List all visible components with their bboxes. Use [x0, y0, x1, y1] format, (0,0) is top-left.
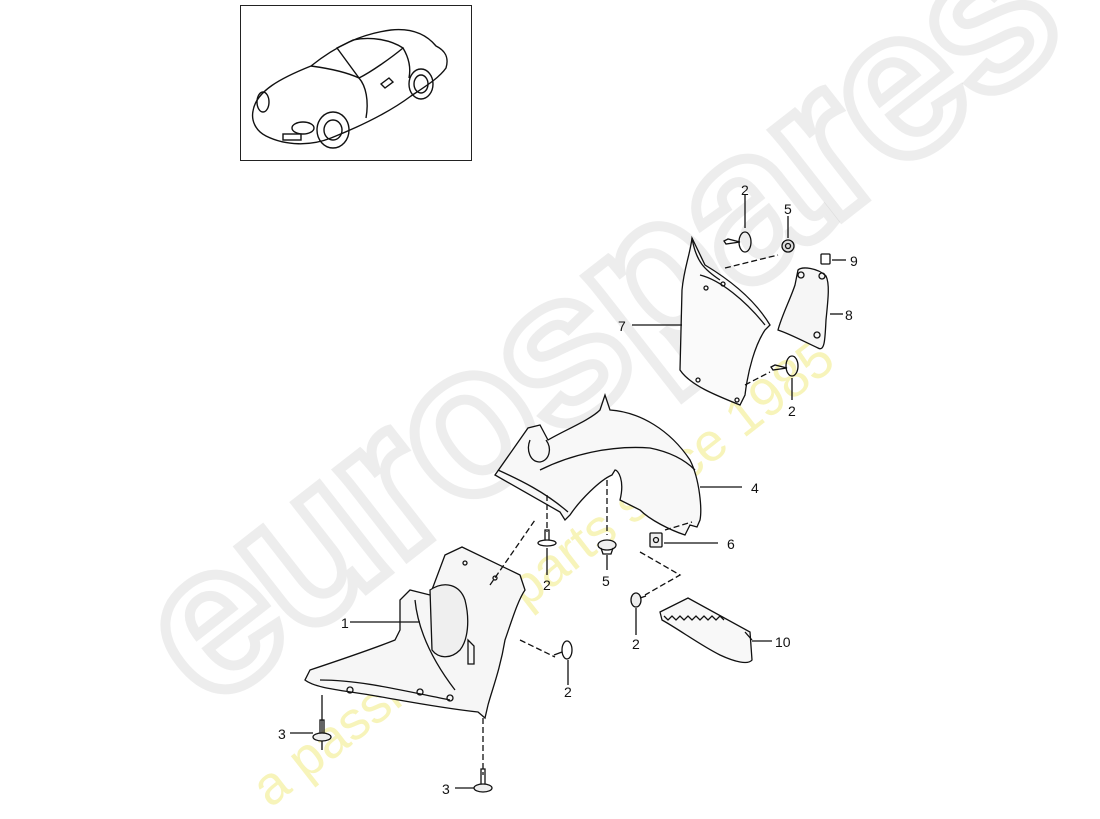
- parts-diagram-canvas: eurospares a passion for parts since 198…: [87, 0, 1100, 818]
- car-outline-icon: [251, 28, 448, 149]
- callout-2[interactable]: 2: [632, 636, 640, 652]
- part-8-bracket[interactable]: [777, 267, 829, 350]
- callout-7[interactable]: 7: [618, 318, 626, 334]
- part-10-cover-tray[interactable]: [659, 597, 753, 664]
- part-1-front-liner[interactable]: [304, 546, 526, 720]
- callout-2[interactable]: 2: [543, 577, 551, 593]
- part-7-liner-rear[interactable]: [679, 235, 771, 406]
- screw-icon: [537, 529, 557, 547]
- screw-icon: [723, 231, 752, 253]
- callout-4[interactable]: 4: [751, 480, 759, 496]
- screw-icon: [630, 592, 647, 608]
- callout-2[interactable]: 2: [564, 684, 572, 700]
- vehicle-thumbnail: [240, 5, 472, 161]
- callout-2[interactable]: 2: [741, 182, 749, 198]
- callout-8[interactable]: 8: [845, 307, 853, 323]
- callout-10[interactable]: 10: [775, 634, 791, 650]
- callout-1[interactable]: 1: [341, 615, 349, 631]
- callout-9[interactable]: 9: [850, 253, 858, 269]
- exploded-view: [290, 195, 846, 793]
- nut-icon: [781, 239, 795, 253]
- screw-icon: [770, 355, 799, 377]
- bolt-icon: [312, 719, 332, 742]
- nut-icon: [597, 539, 617, 555]
- clip-icon: [820, 253, 831, 265]
- callout-2[interactable]: 2: [788, 403, 796, 419]
- screw-icon: [553, 640, 573, 660]
- callout-3[interactable]: 3: [278, 726, 286, 742]
- callout-3[interactable]: 3: [442, 781, 450, 797]
- callout-6[interactable]: 6: [727, 536, 735, 552]
- callout-5[interactable]: 5: [602, 573, 610, 589]
- callout-5[interactable]: 5: [784, 201, 792, 217]
- speed-nut-icon: [649, 532, 663, 548]
- part-4-wheel-arch-liner[interactable]: [494, 392, 702, 536]
